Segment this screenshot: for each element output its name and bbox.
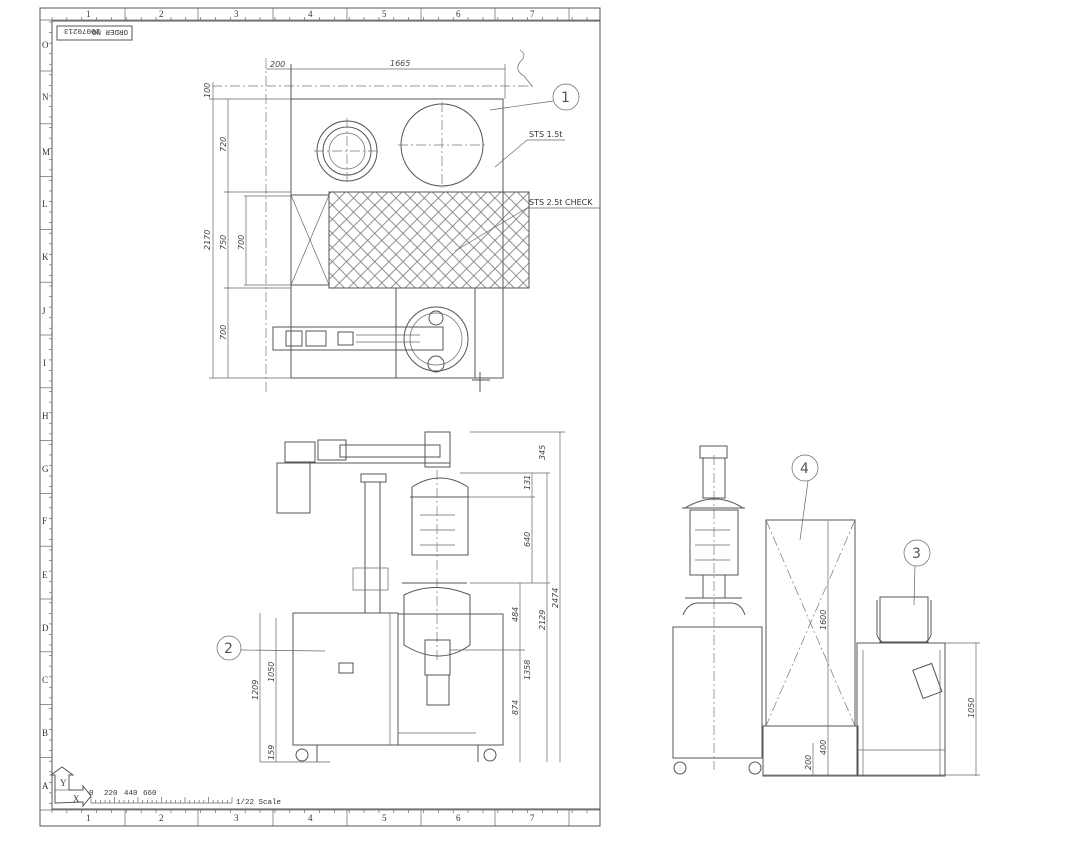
order-label: ORDER NO <box>91 27 128 35</box>
row-label: C <box>42 675 48 685</box>
row-label: O <box>42 40 49 50</box>
column-label: 7 <box>530 9 535 19</box>
dim-400: 400 <box>819 740 828 755</box>
dim-131: 131 <box>523 475 532 490</box>
order-number-box: ORDER NO 20070213 <box>56 25 133 41</box>
dim-750: 750 <box>219 235 228 250</box>
callout-1 <box>552 83 580 111</box>
note-sts-1-5t: STS 1.5t <box>529 130 562 139</box>
dim-1665: 1665 <box>390 59 410 68</box>
axis-x-label: X <box>73 794 80 804</box>
row-label: B <box>42 728 48 738</box>
callout-2 <box>216 635 242 661</box>
row-label: N <box>42 92 49 102</box>
column-label: 1 <box>86 813 91 823</box>
row-label: M <box>42 147 50 157</box>
column-label: 6 <box>456 9 461 19</box>
callout-4 <box>791 454 819 482</box>
row-label: D <box>42 623 49 633</box>
dim-1600: 1600 <box>819 610 828 630</box>
scale-bar: 0 220 440 660 1/22 Scale <box>89 790 281 807</box>
column-label: 7 <box>530 813 535 823</box>
dim-200: 200 <box>270 60 285 69</box>
column-label: 1 <box>86 9 91 19</box>
front-view: 345 131 640 484 2129 2474 1358 874 1209 … <box>216 431 565 763</box>
dim-200: 200 <box>804 755 813 770</box>
dim-2129: 2129 <box>538 610 547 630</box>
row-label: F <box>42 516 47 526</box>
column-label: 5 <box>382 813 387 823</box>
column-label: 3 <box>234 813 239 823</box>
row-label: G <box>42 464 49 474</box>
column-label: 4 <box>308 813 313 823</box>
dim-874: 874 <box>511 700 520 715</box>
row-label: L <box>42 199 48 209</box>
column-label: 3 <box>234 9 239 19</box>
dim-700-inner: 700 <box>237 235 246 250</box>
column-labels-bottom: 1 2 3 4 5 6 7 <box>86 813 535 823</box>
scale-tick-label: 220 <box>104 790 118 798</box>
dim-1050: 1050 <box>967 698 976 718</box>
dim-720: 720 <box>219 137 228 152</box>
dim-2170: 2170 <box>203 230 212 250</box>
column-labels-top: 1 2 3 4 5 6 7 <box>86 9 535 19</box>
column-label: 2 <box>159 9 164 19</box>
dim-640: 640 <box>523 532 532 547</box>
coordinate-axis-icon: Y X <box>49 766 92 808</box>
callout-4-label: 4 <box>800 461 809 477</box>
axis-y-label: Y <box>60 778 67 788</box>
dim-484: 484 <box>511 607 520 622</box>
callout-3-label: 3 <box>912 546 921 562</box>
callout-1-label: 1 <box>561 90 570 106</box>
dim-700-lower: 700 <box>219 325 228 340</box>
dim-345: 345 <box>538 445 547 460</box>
row-label: E <box>42 570 48 580</box>
row-labels: O N M L K J I H G F E D C B A <box>42 40 50 791</box>
scale-tick-label: 660 <box>143 790 157 798</box>
callout-2-label: 2 <box>224 641 233 657</box>
scale-tick-label: 440 <box>124 790 138 798</box>
checker-plate <box>328 191 530 289</box>
side-view: 1600 400 200 1050 4 3 <box>672 445 980 777</box>
column-label: 4 <box>308 9 313 19</box>
dim-100: 100 <box>203 83 212 98</box>
dim-1050: 1050 <box>267 662 276 682</box>
note-sts-2-5t-check: STS 2.5t CHECK <box>529 198 593 207</box>
scale-text: 1/22 Scale <box>236 799 281 807</box>
dim-2474: 2474 <box>551 588 560 608</box>
row-label: K <box>42 252 49 262</box>
column-label: 2 <box>159 813 164 823</box>
row-label: A <box>42 781 49 791</box>
dim-1358: 1358 <box>523 660 532 680</box>
row-label: J <box>42 306 46 316</box>
row-label: H <box>42 411 49 421</box>
column-label: 5 <box>382 9 387 19</box>
top-view: 200 1665 100 2170 720 750 700 700 1 STS … <box>203 49 600 392</box>
callout-3 <box>903 539 931 567</box>
row-label: I <box>43 358 46 368</box>
sheet-frame <box>39 7 601 827</box>
order-number: 20070213 <box>63 26 100 34</box>
dim-1209: 1209 <box>251 680 260 700</box>
scale-tick-label: 0 <box>89 790 94 798</box>
dim-159: 159 <box>267 745 276 760</box>
column-label: 6 <box>456 813 461 823</box>
